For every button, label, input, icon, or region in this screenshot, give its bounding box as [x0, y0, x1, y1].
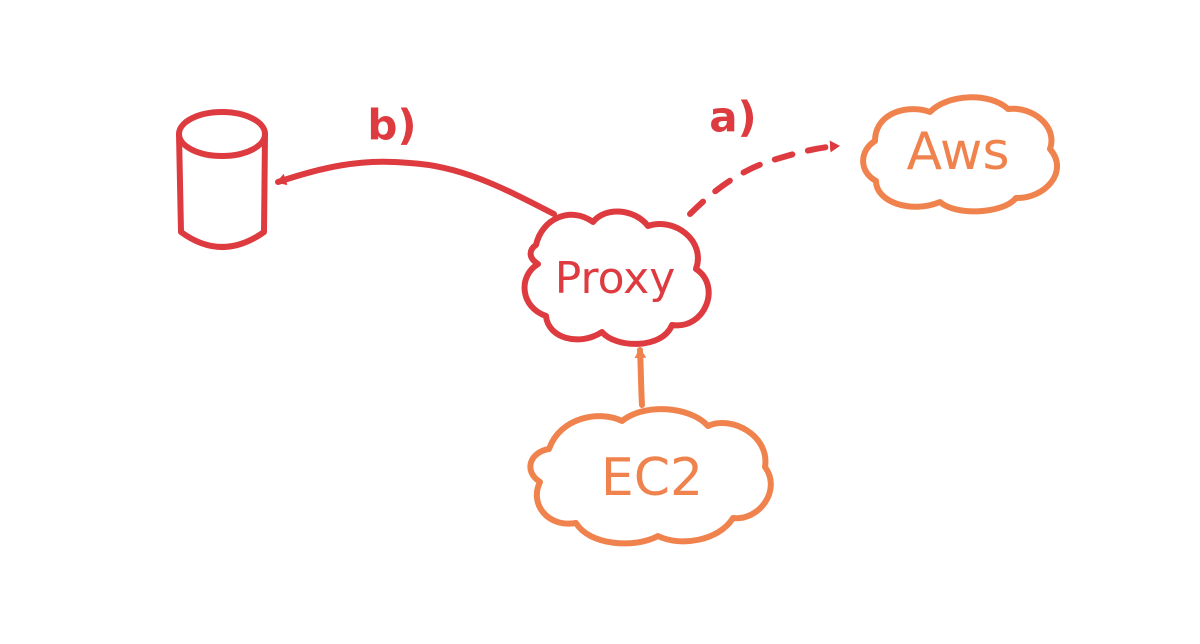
edge-proxy-to-aws[interactable]: a) — [687, 93, 841, 217]
aws-label: Aws — [906, 122, 1009, 182]
edge-ec2-to-proxy[interactable] — [634, 347, 647, 408]
database-node[interactable] — [176, 109, 268, 250]
arrow-ec2-to-proxy — [634, 347, 647, 408]
proxy-label: Proxy — [555, 253, 676, 304]
aws-bubble-outline — [860, 94, 1060, 215]
proxy-bubble-outline — [521, 208, 712, 347]
aws-node[interactable]: Aws — [860, 94, 1060, 215]
ec2-label: EC2 — [601, 448, 703, 508]
edge-label-b: b) — [367, 101, 416, 150]
arrow-proxy-to-aws — [687, 140, 841, 217]
ec2-bubble-outline — [527, 406, 774, 547]
ec2-node[interactable]: EC2 — [527, 406, 774, 547]
database-icon — [176, 109, 268, 250]
proxy-node[interactable]: Proxy — [521, 208, 712, 347]
arrow-proxy-to-database — [275, 158, 557, 217]
edge-proxy-to-database[interactable]: b) — [275, 101, 557, 217]
edge-label-a: a) — [709, 93, 757, 142]
